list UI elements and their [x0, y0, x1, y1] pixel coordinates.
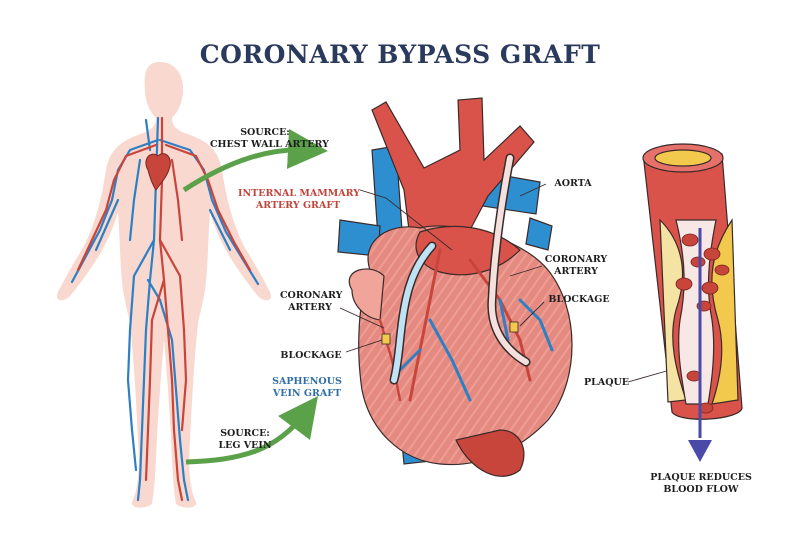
label-plaque: PLAQUE [584, 377, 628, 389]
blockage-marker-left [382, 334, 390, 344]
blockage-marker-right [510, 322, 518, 332]
label-aorta: AORTA [548, 178, 598, 190]
page-title: CORONARY BYPASS GRAFT [0, 40, 800, 69]
label-blockage-right: BLOCKAGE [546, 294, 612, 306]
label-blockage-left: BLOCKAGE [280, 350, 342, 362]
label-source-leg: SOURCE:LEG VEIN [210, 428, 280, 452]
heart-illustration [338, 98, 572, 476]
blood-flow-arrow-head [688, 440, 712, 462]
label-source-chest: SOURCE:CHEST WALL ARTERY [210, 127, 320, 151]
